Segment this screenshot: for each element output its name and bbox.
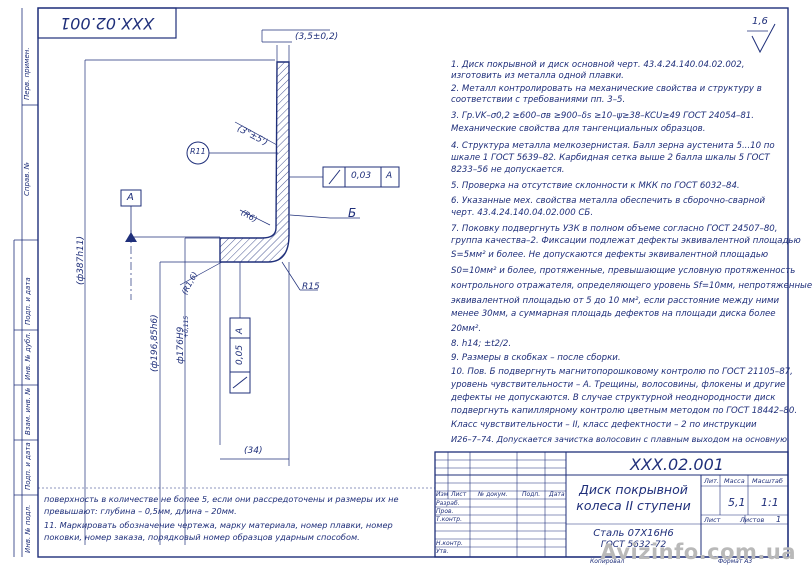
note-line: контрольного отражателя, определяющего у…	[451, 281, 812, 291]
tolerance-bottom-base: A	[235, 327, 245, 334]
note-line: 1. Диск покрывной и диск основной черт. …	[451, 60, 745, 70]
note-line: И26–7–74. Допускается зачистка волосовин…	[451, 434, 788, 444]
bottom-note-line: поверхность в количестве не более 5, есл…	[44, 494, 399, 504]
dim-top-label: (3,5±0,2)	[295, 32, 339, 42]
title-name-line2: колеса II ступени	[576, 498, 691, 513]
title-material-line2: ГОСТ 5632–72	[600, 540, 667, 550]
title-block	[434, 451, 789, 558]
col-date: Дата	[549, 491, 565, 498]
row-tkontr: Т.контр.	[436, 516, 463, 523]
title-name-line1: Диск покрывной	[579, 482, 688, 497]
note-line: 8. h14; ±t2/2.	[451, 339, 512, 349]
title-material-line1: Сталь 07Х16Н6	[593, 528, 674, 539]
note-line: Механические свойства для тангенциальных…	[451, 124, 706, 134]
watermark: Avizinfo.com.ua	[600, 540, 796, 564]
note-line: 3. Гр.VK–σ0,2 ≥600–σв ≥900–δs ≥10–ψ≥38–K…	[451, 111, 755, 121]
format-label: Формат А3	[718, 558, 753, 565]
dia-inner-tol: +0,115	[183, 315, 190, 338]
side-label-podp1: Подп. и дата	[24, 277, 32, 325]
note-line: дефекты не допускаются. В случае структу…	[451, 393, 776, 403]
title-doc-number: XXX.02.001	[630, 455, 724, 474]
note-line: 9. Размеры в скобках – после сборки.	[451, 353, 621, 363]
drawing-frame	[37, 7, 789, 558]
masshtab-value: 1:1	[761, 496, 779, 509]
part-section	[219, 61, 290, 263]
row-utv: Утв.	[436, 548, 449, 555]
note-line: 7. Поковку подвергнуть УЗК в полном объе…	[451, 224, 778, 234]
r15-label: R15	[302, 282, 320, 292]
side-label-podl: Инв. № подл.	[24, 504, 32, 553]
mirrored-doc-number: XXX.02.001	[60, 14, 154, 33]
bottom-note-line: превышают: глубина – 0,5мм, длина – 20мм…	[44, 506, 237, 516]
note-line: 20мм².	[451, 324, 482, 334]
tolerance-bottom-value: 0,05	[235, 344, 245, 365]
copied-label: Копировал	[590, 558, 625, 565]
note-line: шкале 1 ГОСТ 5639–82. Карбидная сетка вы…	[451, 153, 770, 163]
bottom-note-line: 11. Маркировать обозначение чертежа, мар…	[44, 520, 393, 530]
tolerance-top-value: 0,03	[351, 171, 372, 181]
bottom-note-line: поковки, номер заказа, порядковый номер …	[44, 532, 360, 542]
sheets-label: Листов	[740, 516, 765, 524]
note-line: черт. 43.4.24.140.04.02.000 СБ.	[451, 208, 594, 218]
side-label-podp2: Подп. и дата	[24, 442, 32, 490]
row-prov: Пров.	[436, 508, 454, 515]
dia-mid-label: (ф196,85h6)	[150, 314, 160, 372]
sheet-label: Лист	[704, 516, 721, 524]
roughness-sign	[751, 23, 776, 54]
note-line: подвергнуть капиллярному контролю цветны…	[451, 406, 798, 416]
datum-box	[120, 189, 142, 207]
hdr-masshtab: Масштаб	[752, 477, 783, 485]
note-line: изготовить из металла одной плавки.	[451, 71, 624, 81]
hdr-massa: Масса	[724, 477, 745, 485]
note-line: 5. Проверка на отсутствие склонности к М…	[451, 181, 740, 191]
tolerance-top-base: A	[386, 171, 393, 181]
note-line: S0=10мм² и более, протяженные, превышающ…	[451, 266, 796, 276]
corner-stamp-box	[37, 7, 177, 39]
note-line: 2. Металл контролировать на механические…	[451, 84, 762, 94]
note-line: соответствии с требованиями пп. 3–5.	[451, 95, 626, 105]
b-label: Б	[348, 206, 357, 220]
note-line: эквивалентной площадью от 5 до 10 мм², е…	[451, 296, 780, 306]
side-label-vzam: Взам. инв. №	[24, 387, 32, 435]
note-line: Класс чувствительности – II, класс дефек…	[451, 420, 757, 430]
dim-bottom-label: (34)	[244, 446, 263, 456]
sheets-value: 1	[776, 515, 782, 524]
row-nkontr: Н.контр.	[436, 540, 463, 547]
massa-value: 5,1	[728, 496, 746, 509]
col-list: Лист	[451, 491, 467, 498]
note-line: менее 30мм, а суммарная площадь дефектов…	[451, 309, 776, 319]
note-line: 8233–56 не допускается.	[451, 165, 565, 175]
side-label-dubl: Инв. № дубл.	[24, 332, 32, 380]
row-razrab: Разраб.	[436, 500, 460, 507]
dia-outer-label: (ф387h11)	[76, 235, 86, 285]
note-line: уровень чувствительности – А. Трещины, в…	[451, 380, 786, 390]
note-line: 4. Структура металла мелкозернистая. Бал…	[451, 141, 775, 151]
note-line: группа качества–2. Фиксации подлежат деф…	[451, 236, 801, 246]
note-line: 6. Указанные мех. свойства металла обесп…	[451, 196, 766, 206]
col-docnum: № докум.	[478, 491, 508, 498]
note-line: 10. Пов. Б подвергнуть магнитопорошковом…	[451, 367, 793, 377]
hdr-lit: Лит.	[704, 477, 719, 485]
col-sign: Подп.	[522, 491, 541, 498]
roughness-value: 1,6	[752, 16, 768, 27]
r11-label: R11	[190, 147, 206, 156]
side-label-perv: Перв. примен.	[23, 47, 31, 100]
datum-label: A	[127, 192, 134, 203]
side-label-sprav: Справ. №	[23, 161, 31, 196]
col-izm: Изм	[436, 491, 449, 498]
note-line: S=5мм² и более. Не допускаются дефекты э…	[451, 250, 769, 260]
